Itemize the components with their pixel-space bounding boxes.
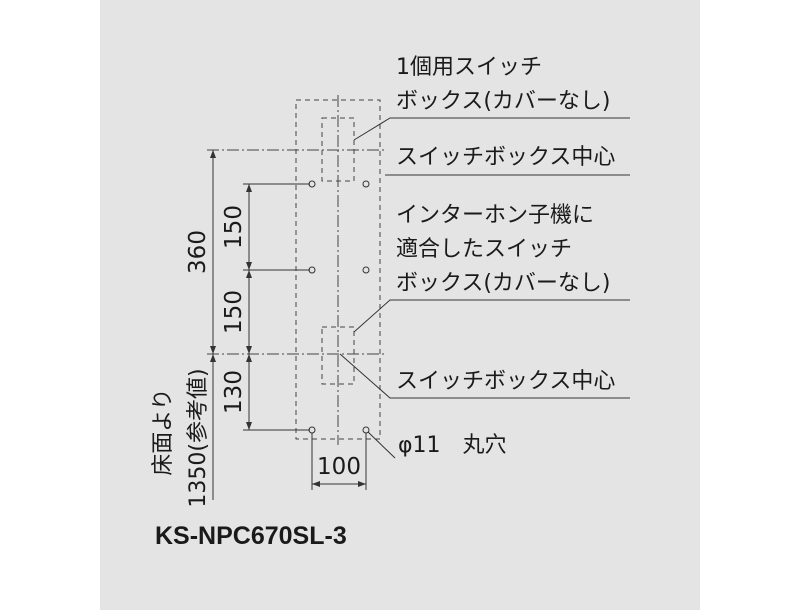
dim-arrow — [210, 346, 216, 354]
dim-floor-line2: 1350(参考値) — [186, 368, 211, 507]
leader-bottom-center — [339, 353, 630, 399]
dim-arrow — [246, 184, 252, 192]
callout-mid-box-line3: ボックス(カバーなし) — [396, 271, 611, 296]
dim-value-100: 100 — [317, 454, 361, 480]
callout-hole: φ11 丸穴 — [398, 433, 507, 458]
dim-arrow — [246, 422, 252, 430]
dim-floor-line1: 床面より — [151, 388, 176, 476]
leader-mid-box — [353, 299, 630, 333]
callout-mid-box-line2: 適合したスイッチ — [396, 237, 572, 262]
mounting-hole — [362, 266, 370, 274]
callout-bottom-center: スイッチボックス中心 — [396, 369, 615, 394]
model-number: KS-NPC670SL-3 — [155, 522, 347, 550]
dim-value-150-upper: 150 — [221, 205, 247, 249]
dim-arrow — [246, 270, 252, 278]
callout-top-box-line1: 1個用スイッチ — [396, 55, 542, 80]
callout-top-center: スイッチボックス中心 — [396, 145, 615, 170]
dim-arrow — [210, 150, 216, 158]
mounting-hole — [362, 180, 370, 188]
dim-value-360: 360 — [185, 230, 211, 274]
dim-arrow — [246, 354, 252, 362]
callout-mid-box-line1: インターホン子機に — [396, 203, 594, 228]
dim-arrow — [358, 481, 366, 487]
drawing-panel — [100, 0, 700, 610]
callout-top-box-line2: ボックス(カバーなし) — [396, 89, 611, 114]
dim-arrow — [312, 481, 320, 487]
dim-arrow — [246, 262, 252, 270]
leader-top-box — [353, 117, 630, 141]
leader-hole — [367, 431, 396, 459]
dim-value-150-lower: 150 — [221, 290, 247, 334]
dim-arrow — [246, 346, 252, 354]
dim-value-130: 130 — [221, 370, 247, 414]
dim-arrow — [210, 354, 216, 362]
